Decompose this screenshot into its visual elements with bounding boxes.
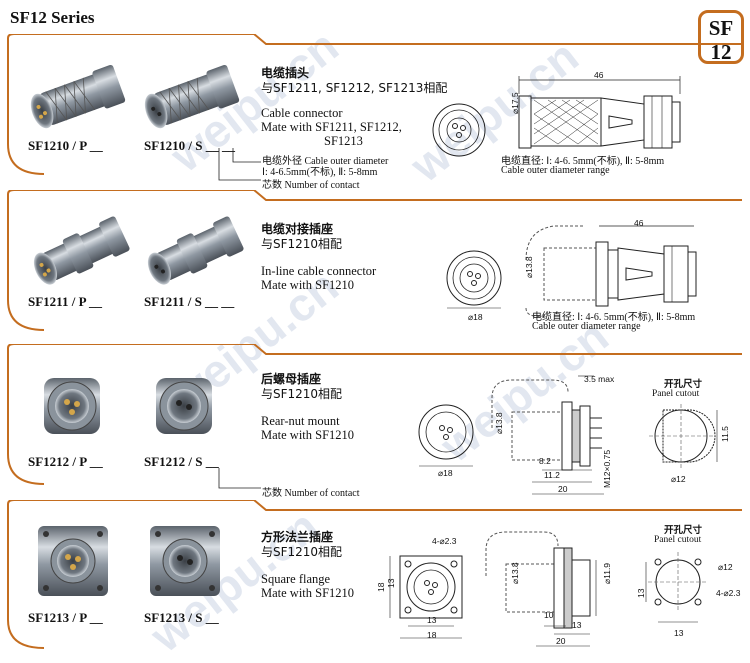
model-flange-p: SF1213 / P __ (28, 610, 103, 625)
cable-range-cn: 电缆直径: Ⅰ: 4-6. 5mm(不标), Ⅱ: 5-8mm (501, 156, 665, 167)
model-plug-p: SF1210 / P __ (28, 138, 103, 153)
cn-subtitle: 与SF1210相配 (261, 237, 343, 251)
page-title: SF12 Series (10, 8, 95, 27)
panel-diameter: ⌀12 (671, 474, 686, 484)
dim-diameter: ⌀13.8 (510, 562, 520, 584)
en-title: Rear-nut mount (261, 414, 340, 428)
connector-photo-inline-s (147, 216, 244, 285)
leader-lines (218, 148, 261, 181)
dim-face-diameter: ⌀18 (468, 312, 483, 322)
panel-cutout-cn: 开孔尺寸 (664, 525, 703, 536)
side-view-drawing (525, 225, 697, 317)
dim-face-diameter: ⌀18 (438, 468, 453, 478)
section-inline-connector: SF1211 / P __ SF1211 / S __ __ 电缆对接插座 与S… (4, 190, 746, 336)
panel-width: 11.5 (720, 426, 730, 442)
dim-max: 3.5 max (584, 374, 615, 384)
section-cable-connector: SF1210 / P __ SF1210 / S __ __ 电缆插头 与SF1… (4, 34, 746, 191)
section-frame (7, 500, 742, 649)
note-contacts: 芯数 Number of contact (262, 488, 360, 499)
side-view-drawing (518, 76, 681, 149)
en-title: Cable connector (261, 106, 343, 120)
panel-diameter: ⌀12 (718, 562, 733, 572)
cable-range-cn: 电缆直径: Ⅰ: 4-6. 5mm(不标), Ⅱ: 5-8mm (532, 312, 696, 323)
panel-cutout-drawing (645, 552, 708, 623)
cn-title: 方形法兰插座 (261, 530, 334, 544)
en-title: Square flange (261, 572, 331, 586)
model-rear-p: SF1212 / P __ (28, 454, 103, 469)
dim-20: 20 (556, 636, 566, 646)
section-frame (7, 190, 742, 331)
note-contacts: 芯数 Number of contact (262, 180, 360, 191)
front-view-drawing (446, 250, 502, 309)
connector-photo-inline-p (33, 216, 130, 285)
cable-range-en: Cable outer diameter range (532, 321, 641, 332)
dim-18-v: 18 (376, 582, 386, 592)
panel-13-h: 13 (674, 628, 684, 638)
cn-subtitle: 与SF1211, SF1212, SF1213相配 (261, 81, 448, 95)
badge-bottom: 12 (710, 40, 732, 64)
dim-10: 10 (544, 610, 554, 620)
badge-top: SF (708, 16, 734, 40)
dim-13-v: 13 (386, 578, 396, 588)
panel-cutout-cn: 开孔尺寸 (664, 379, 703, 390)
dim-13-h: 13 (427, 615, 437, 625)
dim-length: 46 (634, 218, 644, 228)
series-badge: SF 12 (698, 10, 744, 64)
note-cable-range: Ⅰ: 4-6.5mm(不标), Ⅱ: 5-8mm (262, 167, 378, 178)
dim-diameter: ⌀13.8 (494, 412, 504, 434)
en-title: In-line cable connector (261, 264, 377, 278)
front-view-drawing (389, 555, 463, 639)
note-cable-diameter: 电缆外径 Cable outer diameter (262, 156, 389, 167)
dim-8-2: 8.2 (539, 456, 551, 466)
dim-20: 20 (558, 484, 568, 494)
model-flange-s: SF1213 / S __ (144, 610, 219, 625)
panel-13-v: 13 (636, 588, 646, 598)
connector-photo-rear-s (156, 378, 212, 434)
cn-title: 电缆对接插座 (261, 222, 334, 236)
front-view-drawing (418, 404, 474, 467)
model-inline-p: SF1211 / P __ (28, 294, 103, 309)
dim-11-2: 11.2 (544, 470, 560, 480)
cn-title: 电缆插头 (261, 66, 310, 80)
leader-lines (218, 468, 261, 489)
model-plug-s: SF1210 / S __ __ (144, 138, 236, 153)
side-view-drawing (491, 375, 604, 495)
dim-11-9: ⌀11.9 (602, 562, 612, 584)
dim-length: 46 (594, 70, 604, 80)
model-inline-s: SF1211 / S __ __ (144, 294, 235, 309)
panel-cutout-en: Panel cutout (654, 535, 702, 545)
model-rear-s: SF1212 / S __ (144, 454, 219, 469)
dim-diameter: ⌀13.8 (524, 256, 534, 278)
panel-cutout-drawing (649, 404, 718, 468)
cable-range-en: Cable outer diameter range (501, 165, 610, 176)
cn-subtitle: 与SF1210相配 (261, 387, 343, 401)
dim-18-h: 18 (427, 630, 437, 640)
dim-13: 13 (572, 620, 582, 630)
section-frame (7, 344, 742, 485)
front-view-drawing (432, 103, 486, 157)
connector-photo-flange-s (150, 526, 220, 596)
cn-subtitle: 与SF1210相配 (261, 545, 343, 559)
connector-photo-plug-s (144, 64, 240, 129)
cn-title: 后螺母插座 (261, 372, 322, 386)
dim-diameter: ⌀17.5 (510, 92, 520, 114)
dim-thread: M12×0.75 (602, 449, 612, 488)
section-rear-nut-mount: SF1212 / P __ SF1212 / S __ 芯数 Number of… (4, 344, 746, 499)
section-square-flange: SF1213 / P __ SF1213 / S __ 方形法兰插座 与SF12… (4, 500, 746, 649)
en-subtitle: Mate with SF1210 (261, 278, 355, 292)
panel-holes: 4-⌀2.3 (716, 588, 741, 598)
en-subtitle: Mate with SF1210 (261, 586, 355, 600)
connector-photo-rear-p (44, 378, 100, 434)
panel-cutout-en: Panel cutout (652, 389, 700, 399)
connector-photo-flange-p (38, 526, 108, 596)
en-subtitle: Mate with SF1211, SF1212, (261, 120, 402, 134)
connector-photo-plug-p (30, 64, 126, 129)
section-frame (7, 34, 742, 175)
side-view-drawing (485, 531, 597, 647)
en-subtitle-2: SF1213 (324, 134, 363, 148)
dim-holes: 4-⌀2.3 (432, 536, 457, 546)
en-subtitle: Mate with SF1210 (261, 428, 355, 442)
